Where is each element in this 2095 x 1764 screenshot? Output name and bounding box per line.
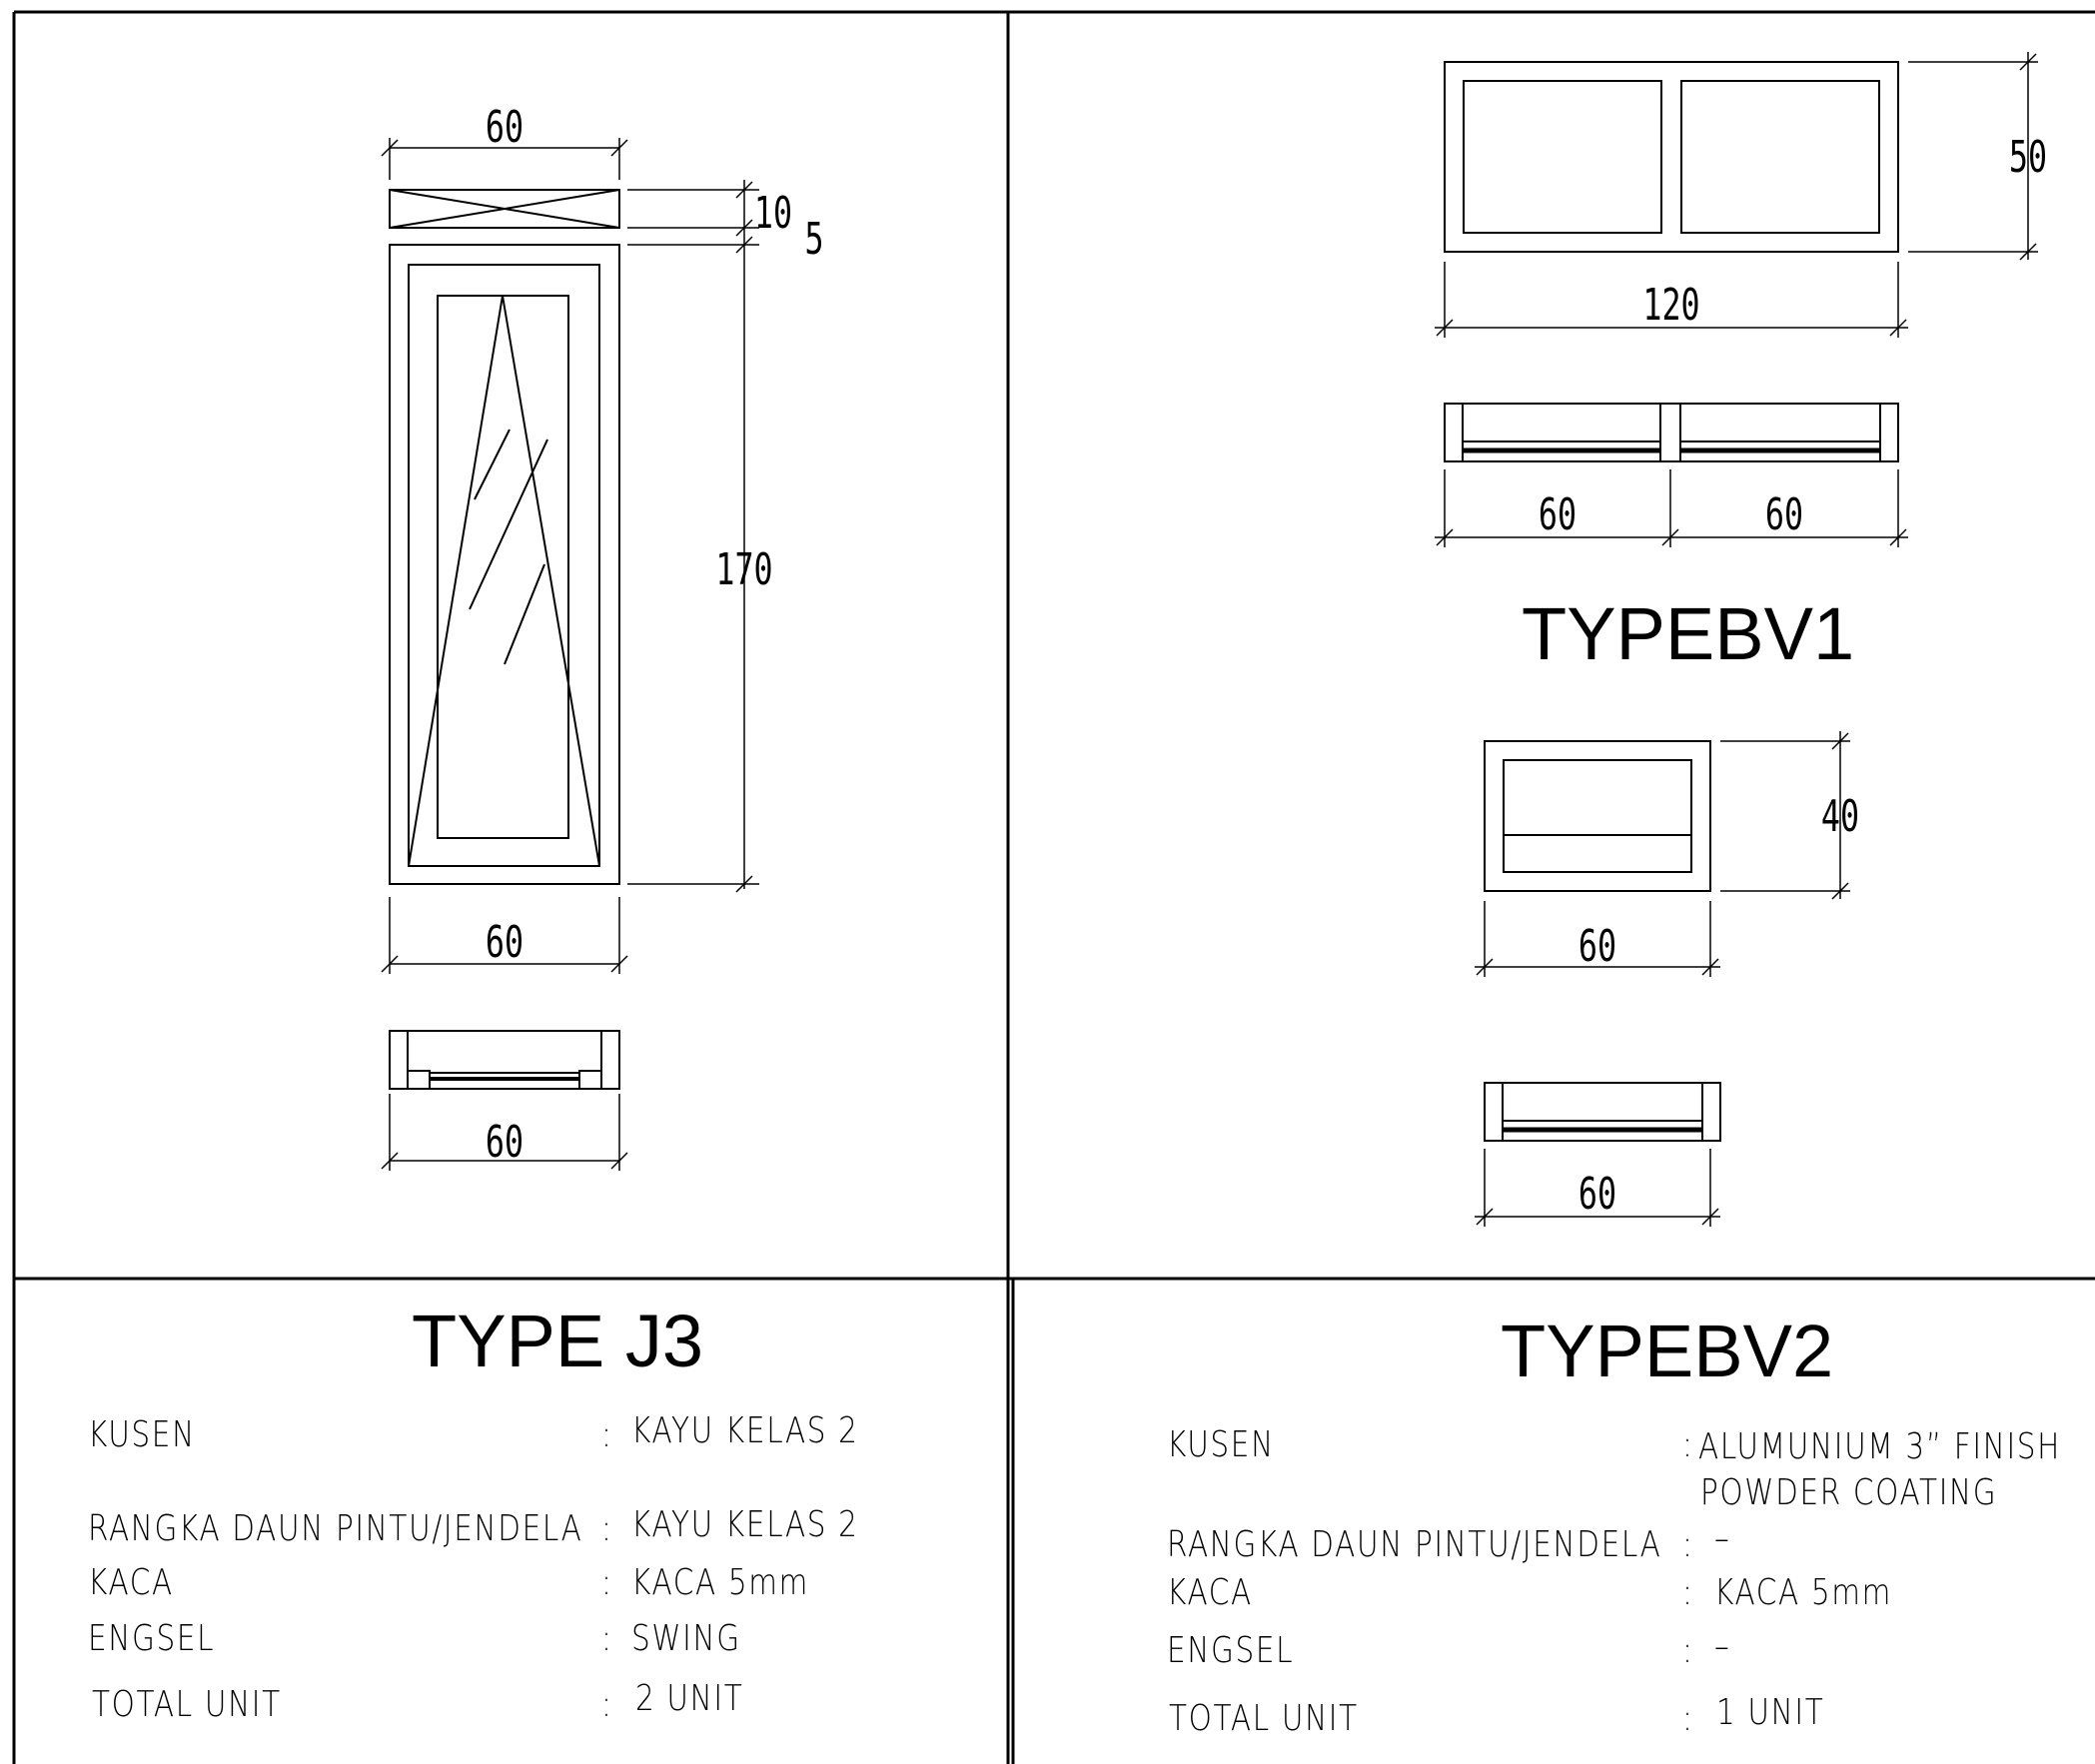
j3-spec-table: KUSEN : KAYU KELAS 2 RANGKA DAUN PINTU/J… [88,1408,859,1725]
bv2-spec-colon: : [1682,1522,1694,1565]
bv2-dimensions [1475,731,1850,977]
bv1-title: TYPEBV1 [1522,592,1854,675]
bv1-section-a-label: 60 [1539,489,1576,541]
j3-section-width-label: 60 [486,1117,524,1169]
j3-dim-10-label: 10 [754,188,792,240]
bv2-spec-label: KACA [1167,1570,1253,1613]
bv1-elevation [1444,61,1899,253]
sheet-frame [12,10,2095,1764]
bv2-spec-colon: : [1682,1628,1694,1671]
j3-elevation [389,189,620,885]
bv2-section-dimensions [1475,1149,1720,1227]
j3-spec-value: SWING [631,1616,741,1659]
bv1-section [1444,403,1899,462]
bv2-spec-value: KACA 5mm [1714,1570,1892,1613]
j3-spec-colon: : [601,1412,613,1455]
j3-spec-colon: : [601,1682,613,1725]
bv2-spec-value: ALUMUNIUM 3” FINISH [1698,1424,2061,1467]
bv2-elevation [1484,740,1711,892]
bv2-spec-colon: : [1682,1422,1694,1465]
j3-bottom-width-label: 60 [486,917,524,969]
j3-title: TYPE J3 [412,1300,703,1382]
bv2-spec-label: RANGKA DAUN PINTU/JENDELA [1167,1522,1661,1565]
bv2-spec-value: 1 UNIT [1716,1690,1824,1733]
j3-spec-value: KACA 5mm [631,1560,809,1603]
bv1-height-label: 50 [2009,132,2047,184]
j3-dim-5-label: 5 [804,214,823,266]
bv1-section-b-label: 60 [1765,489,1803,541]
j3-spec-label: ENGSEL [88,1616,215,1659]
bv2-spec-value-line2: POWDER COATING [1700,1470,1997,1513]
bv2-section [1484,1082,1721,1142]
j3-section [389,1030,620,1090]
bv2-section-width-label: 60 [1578,1169,1616,1221]
j3-spec-label: KUSEN [88,1412,196,1455]
j3-spec-colon: : [601,1560,613,1603]
bv2-title: TYPEBV2 [1501,1310,1833,1392]
j3-spec-label: KACA [88,1560,174,1603]
j3-spec-value: 2 UNIT [635,1676,743,1719]
j3-spec-colon: : [601,1616,613,1659]
j3-spec-label: TOTAL UNIT [92,1682,282,1725]
j3-spec-label: RANGKA DAUN PINTU/JENDELA [88,1506,582,1549]
j3-top-width-label: 60 [486,102,524,154]
j3-spec-value: KAYU KELAS 2 [631,1408,859,1451]
bv2-spec-label: KUSEN [1167,1422,1275,1465]
bv1-dimensions [1435,52,2038,338]
bv2-height-label: 40 [1821,791,1859,843]
bv2-spec-value: – [1714,1624,1730,1667]
bv2-spec-value: – [1714,1516,1730,1559]
bv2-spec-label: TOTAL UNIT [1169,1696,1359,1739]
bv2-spec-table: KUSEN : ALUMUNIUM 3” FINISH POWDER COATI… [1167,1422,2061,1739]
bv2-spec-label: ENGSEL [1167,1628,1294,1671]
bv2-width-label: 60 [1578,921,1616,973]
j3-spec-colon: : [601,1506,613,1549]
bv1-width-label: 120 [1642,280,1699,332]
bv1-section-dimensions [1435,469,1908,547]
bv2-spec-colon: : [1682,1696,1694,1739]
j3-height-label: 170 [715,544,772,596]
j3-dimensions [381,138,759,1171]
j3-spec-value: KAYU KELAS 2 [631,1502,859,1545]
bv2-spec-colon: : [1682,1570,1694,1613]
